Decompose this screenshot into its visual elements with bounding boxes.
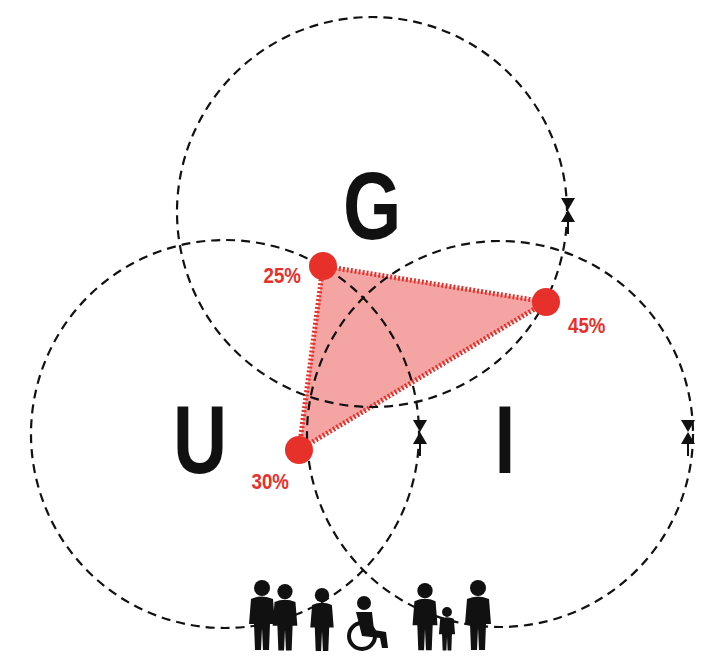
- circle-letter: I: [495, 392, 516, 488]
- percent-label: 45%: [568, 315, 605, 337]
- person-silhouette: [273, 584, 298, 651]
- dashed-circle: [177, 17, 567, 407]
- person-silhouette: [465, 580, 491, 650]
- vertex-dot: [309, 252, 337, 280]
- vertex-dots: [285, 252, 560, 464]
- dashed-circle: [307, 241, 693, 627]
- venn-circle: G: [175, 15, 569, 409]
- wheelchair-silhouette: [349, 596, 388, 649]
- dashed-circle: [31, 240, 419, 628]
- circle-letter: G: [343, 158, 401, 254]
- venn-circle: U: [29, 238, 421, 630]
- vertex-dot: [285, 436, 313, 464]
- child-silhouette: [439, 607, 455, 650]
- venn-circle: I: [305, 239, 695, 629]
- person-silhouette: [310, 588, 333, 651]
- hourglass-markers: [413, 198, 695, 456]
- person-silhouette: [413, 583, 438, 650]
- person-silhouette: [249, 580, 275, 650]
- circle-letter: U: [173, 392, 227, 488]
- percent-label: 25%: [264, 265, 301, 287]
- percent-label: 30%: [252, 471, 289, 493]
- people-silhouettes: [249, 580, 491, 651]
